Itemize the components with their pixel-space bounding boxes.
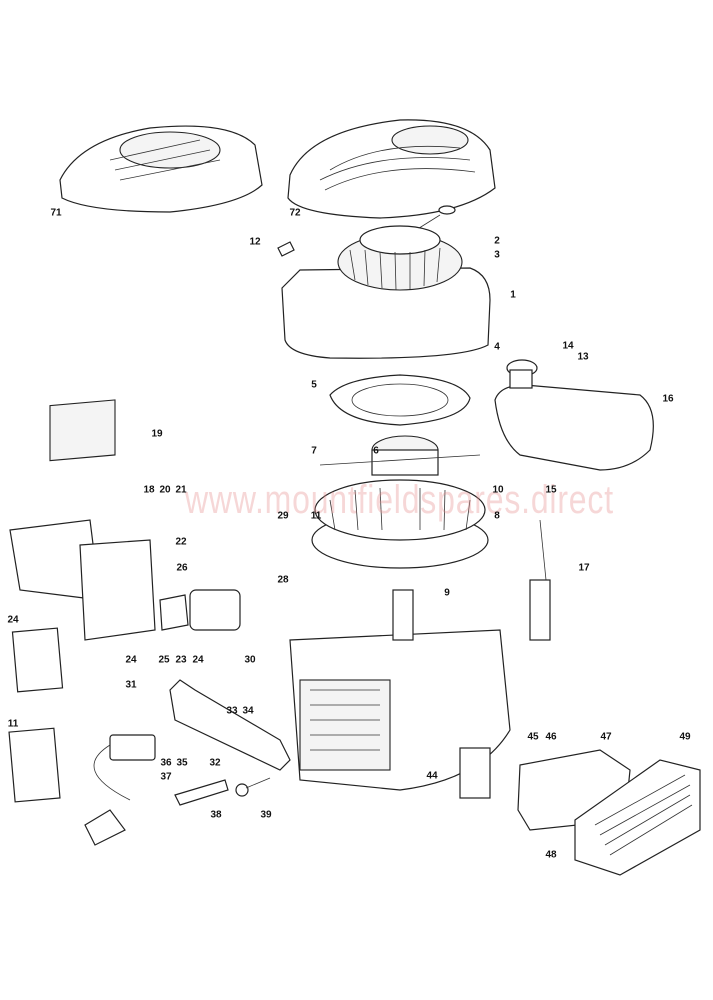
part-callout-3: 3 (494, 249, 500, 261)
part-callout-24: 24 (125, 654, 137, 666)
part-callout-32: 32 (209, 757, 221, 769)
part-callout-15: 15 (545, 484, 557, 496)
part-callout-72: 72 (289, 207, 301, 219)
part-callout-39: 39 (260, 809, 272, 821)
part-callout-45: 45 (527, 731, 539, 743)
part-callout-9: 9 (444, 587, 450, 599)
flywheel-8 (311, 435, 489, 569)
part-callout-34: 34 (242, 705, 254, 717)
part-callout-14: 14 (562, 340, 574, 352)
part-callout-5: 5 (311, 379, 317, 391)
part-callout-44: 44 (426, 770, 438, 782)
part-callout-37: 37 (160, 771, 172, 783)
part-callout-47: 47 (600, 731, 612, 743)
part-callout-18: 18 (143, 484, 155, 496)
part-callout-21: 21 (175, 484, 187, 496)
part-callout-17: 17 (578, 562, 590, 574)
part-callout-4: 4 (494, 341, 500, 353)
part-callout-13: 13 (577, 351, 589, 363)
part-callout-2: 2 (494, 235, 500, 247)
part-callout-12: 12 (249, 236, 261, 248)
part-callout-19: 19 (151, 428, 163, 440)
part-callout-1: 1 (510, 289, 516, 301)
part-callout-36: 36 (160, 757, 172, 769)
part-callout-7: 7 (311, 445, 317, 457)
engine-cover-71 (59, 125, 263, 213)
part-callout-11: 11 (310, 510, 322, 522)
part-callout-24: 24 (7, 614, 19, 626)
part-callout-10: 10 (492, 484, 504, 496)
part-callout-38: 38 (210, 809, 222, 821)
part-callout-20: 20 (159, 484, 171, 496)
part-callout-35: 35 (176, 757, 188, 769)
part-callout-22: 22 (175, 536, 187, 548)
watermark: www.mountfieldspares.direct (185, 478, 614, 522)
part-callout-16: 16 (662, 393, 674, 405)
part-callout-8: 8 (494, 510, 500, 522)
part-callout-31: 31 (125, 679, 137, 691)
engine-cover-72 (287, 119, 496, 219)
part-callout-33: 33 (226, 705, 238, 717)
engine-block (289, 589, 511, 791)
recoil-starter-housing-1 (281, 225, 491, 359)
part-callout-46: 46 (545, 731, 557, 743)
part-callout-25: 25 (158, 654, 170, 666)
part-callout-28: 28 (277, 574, 289, 586)
part-callout-23: 23 (175, 654, 187, 666)
part-callout-49: 49 (679, 731, 691, 743)
part-callout-24: 24 (192, 654, 204, 666)
part-callout-71: 71 (50, 207, 62, 219)
part-callout-6: 6 (373, 445, 379, 457)
part-callout-11: 11 (7, 718, 19, 730)
part-callout-29: 29 (277, 510, 289, 522)
fuel-tank-13 (494, 359, 654, 471)
part-callout-48: 48 (545, 849, 557, 861)
part-callout-26: 26 (176, 562, 188, 574)
part-callout-30: 30 (244, 654, 256, 666)
